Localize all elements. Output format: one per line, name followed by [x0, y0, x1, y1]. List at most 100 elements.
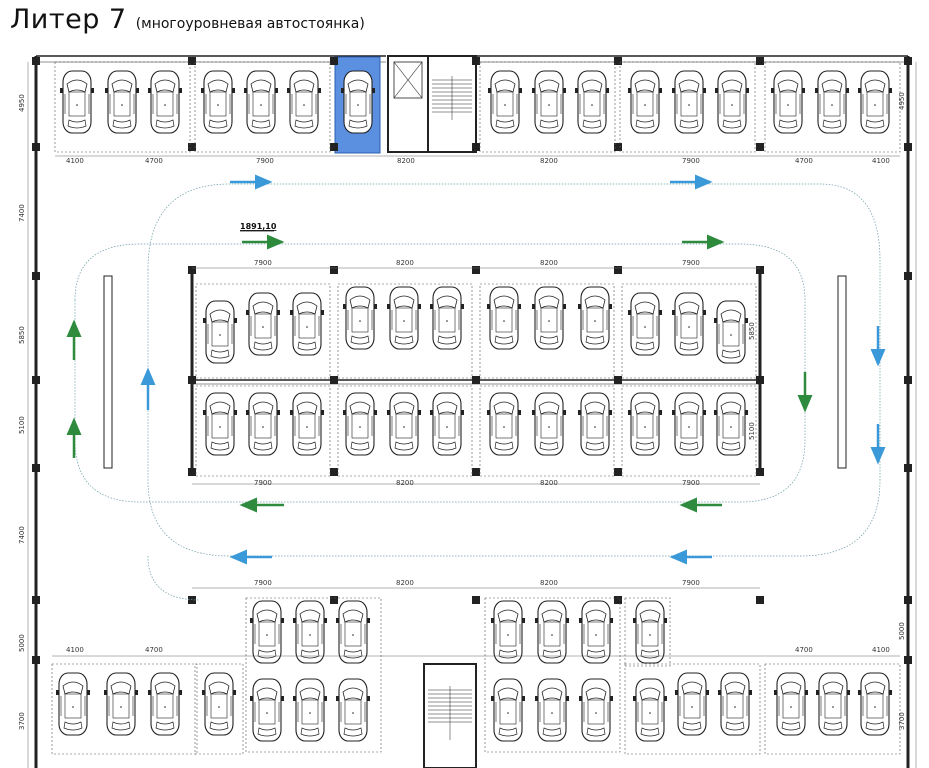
- car-icon: [671, 392, 707, 456]
- dim-top-7: 4700: [795, 157, 813, 165]
- car-icon: [245, 292, 281, 356]
- car-icon: [534, 678, 570, 742]
- car-icon: [632, 678, 668, 742]
- dim-top-2: 4700: [145, 157, 163, 165]
- car-icon: [103, 672, 139, 736]
- car-icon: [574, 70, 610, 134]
- dim-center-bottom-4: 7900: [682, 479, 700, 487]
- car-icon: [857, 672, 893, 736]
- car-icon: [490, 600, 526, 664]
- car-icon: [386, 392, 422, 456]
- car-icon: [531, 70, 567, 134]
- car-icon: [531, 286, 567, 350]
- dim-top-8: 4100: [872, 157, 890, 165]
- parking-cars: [55, 70, 893, 742]
- car-icon: [340, 70, 376, 134]
- car-icon: [59, 70, 95, 134]
- car-icon: [632, 600, 668, 664]
- car-icon: [147, 672, 183, 736]
- car-icon: [292, 600, 328, 664]
- car-icon: [531, 392, 567, 456]
- dim-top-4: 8200: [397, 157, 415, 165]
- car-icon: [335, 678, 371, 742]
- dim-left-1: 4950: [18, 94, 26, 112]
- dim-bottom-bay-1: 7900: [254, 579, 272, 587]
- car-icon: [245, 392, 281, 456]
- dim-inner-2: 5100: [748, 422, 756, 440]
- car-icon: [249, 600, 285, 664]
- dim-top-1: 4100: [66, 157, 84, 165]
- car-icon: [815, 672, 851, 736]
- car-icon: [490, 678, 526, 742]
- car-icon: [773, 672, 809, 736]
- car-icon: [429, 392, 465, 456]
- dim-left-2: 7400: [18, 204, 26, 222]
- dim-center-top-1: 7900: [254, 259, 272, 267]
- car-icon: [289, 392, 325, 456]
- dimension-lines: [27, 62, 917, 768]
- dim-left-6: 5000: [18, 634, 26, 652]
- car-icon: [578, 678, 614, 742]
- car-icon: [201, 672, 237, 736]
- car-icon: [770, 70, 806, 134]
- dim-center-bottom-2: 8200: [396, 479, 414, 487]
- dim-center-bottom-1: 7900: [254, 479, 272, 487]
- car-icon: [243, 70, 279, 134]
- title-main: Литер 7: [10, 4, 127, 35]
- dim-center-top-3: 8200: [540, 259, 558, 267]
- car-icon: [104, 70, 140, 134]
- car-icon: [577, 286, 613, 350]
- car-icon: [486, 392, 522, 456]
- dim-right-2: 5000: [898, 622, 906, 640]
- dim-bottom-2: 4700: [145, 646, 163, 654]
- car-icon: [487, 70, 523, 134]
- dim-right-3: 3700: [898, 712, 906, 730]
- dim-bottom-bay-2: 8200: [396, 579, 414, 587]
- dim-left-4: 5100: [18, 416, 26, 434]
- dim-left-5: 7400: [18, 526, 26, 544]
- car-icon: [578, 600, 614, 664]
- car-icon: [55, 672, 91, 736]
- car-icon: [577, 392, 613, 456]
- dim-center-top-2: 8200: [396, 259, 414, 267]
- central-island: [103, 272, 847, 476]
- car-icon: [674, 672, 710, 736]
- car-icon: [202, 300, 238, 364]
- dim-left-3: 5850: [18, 326, 26, 344]
- title-subtitle: (многоуровневая автостоянка): [135, 16, 365, 32]
- car-icon: [627, 70, 663, 134]
- elevation-mark: 1891,10: [240, 222, 277, 231]
- car-icon: [429, 286, 465, 350]
- car-icon: [200, 70, 236, 134]
- car-icon: [814, 70, 850, 134]
- car-icon: [202, 392, 238, 456]
- car-icon: [342, 392, 378, 456]
- car-icon: [147, 70, 183, 134]
- car-icon: [486, 286, 522, 350]
- dim-inner-1: 5850: [748, 322, 756, 340]
- traffic-arrows: [66, 174, 886, 565]
- stair-core-bottom: [423, 663, 477, 768]
- car-icon: [857, 70, 893, 134]
- dim-top-5: 8200: [540, 157, 558, 165]
- car-icon: [342, 286, 378, 350]
- structural-columns: [32, 57, 912, 664]
- parking-space-outlines: [51, 61, 901, 755]
- car-icon: [671, 292, 707, 356]
- car-icon: [534, 600, 570, 664]
- car-icon: [286, 70, 322, 134]
- stair-core-top: [387, 55, 477, 153]
- dim-bottom-bay-3: 8200: [540, 579, 558, 587]
- plan-title: Литер 7 (многоуровневая автостоянка): [10, 4, 365, 35]
- dim-right-1: 4950: [898, 92, 906, 110]
- car-icon: [289, 292, 325, 356]
- car-icon: [627, 292, 663, 356]
- dim-center-top-4: 7900: [682, 259, 700, 267]
- car-icon: [713, 300, 749, 364]
- car-icon: [713, 392, 749, 456]
- circulation-routes: [74, 183, 881, 601]
- dim-bottom-4: 4100: [872, 646, 890, 654]
- car-icon: [671, 70, 707, 134]
- car-icon: [627, 392, 663, 456]
